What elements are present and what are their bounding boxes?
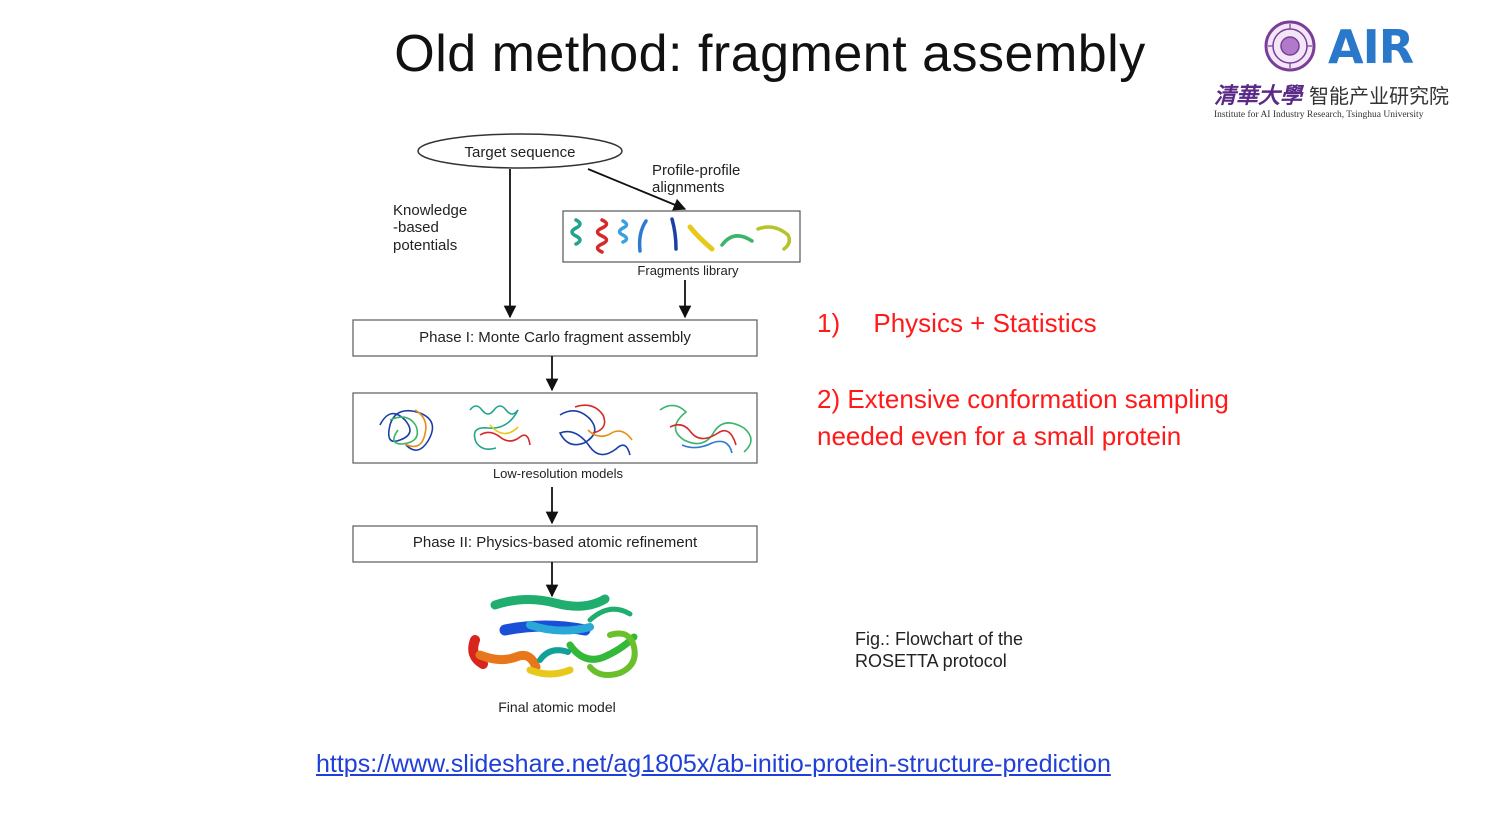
knowledge-label-3: potentials: [393, 237, 457, 254]
target-sequence-node: [417, 133, 623, 169]
knowledge-label-2: -based: [393, 219, 439, 236]
fragments-library-label: Fragments library: [637, 263, 739, 278]
profile-alignments-label-2: alignments: [652, 179, 725, 196]
source-link[interactable]: https://www.slideshare.net/ag1805x/ab-in…: [316, 750, 1111, 778]
logo-calligraphy: 清華大學: [1214, 83, 1303, 109]
logo-institute-cn: 智能产业研究院: [1309, 84, 1450, 108]
point-2-line-1: 2) Extensive conformation sampling: [817, 384, 1229, 414]
target-sequence-label: Target sequence: [465, 144, 576, 161]
low-resolution-models-label: Low-resolution models: [493, 466, 624, 481]
phase2-label: Phase II: Physics-based atomic refinemen…: [413, 534, 698, 551]
air-wordmark: AIR: [1328, 20, 1414, 74]
point-1-number: 1): [817, 308, 841, 338]
rosetta-flowchart: Target sequence Profile-profile alignmen…: [352, 133, 801, 715]
fragments-library-box: [562, 210, 801, 263]
point-1: 1) Physics + Statistics: [817, 305, 1097, 342]
point-1-text: Physics + Statistics: [873, 308, 1097, 338]
figure-caption-line-1: Fig.: Flowchart of the: [855, 629, 1024, 649]
tsinghua-air-logo: AIR 清華大學 智能产业研究院 Institute for AI Indust…: [1208, 14, 1488, 126]
final-atomic-model-label: Final atomic model: [498, 699, 616, 715]
figure-caption: Fig.: Flowchart of the ROSETTA protocol: [855, 628, 1115, 672]
logo-chinese-name: 清華大學 智能产业研究院: [1214, 78, 1449, 110]
fragment-structures: [570, 217, 792, 254]
low-resolution-structures: [379, 404, 752, 456]
figure-caption-line-2: ROSETTA protocol: [855, 651, 1007, 671]
final-atomic-model: [468, 594, 638, 678]
phase1-box: [352, 319, 758, 357]
slide-title: Old method: fragment assembly: [394, 25, 1146, 83]
arrow-target-to-fragments: [587, 168, 687, 211]
low-resolution-models-box: [352, 392, 758, 464]
knowledge-label-1: Knowledge: [393, 202, 467, 219]
profile-alignments-label-1: Profile-profile: [652, 162, 740, 179]
phase1-label: Phase I: Monte Carlo fragment assembly: [419, 329, 691, 346]
logo-english-name: Institute for AI Industry Research, Tsin…: [1214, 110, 1424, 120]
point-2: 2) Extensive conformation sampling neede…: [817, 381, 1229, 455]
point-2-line-2: needed even for a small protein: [817, 421, 1182, 451]
phase2-box: [352, 525, 758, 563]
tsinghua-seal-icon: [1264, 20, 1316, 72]
